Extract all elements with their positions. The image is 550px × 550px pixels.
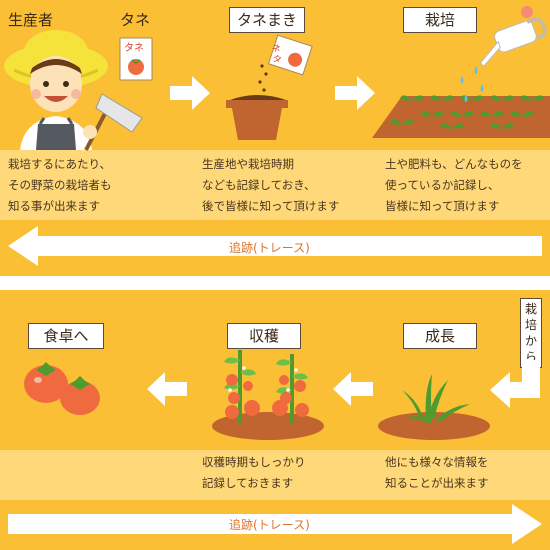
seed-packet-text: タネ bbox=[124, 43, 144, 54]
table-label: 食卓へ bbox=[28, 323, 104, 349]
connector-char-2: 培 bbox=[524, 318, 537, 332]
section-separator bbox=[0, 276, 550, 290]
trace-label-bottom: 追跡(トレース) bbox=[229, 518, 310, 532]
tomatoes-illustration bbox=[24, 362, 100, 415]
svg-text:ネ: ネ bbox=[270, 42, 282, 55]
sowing-label: タネまき bbox=[229, 7, 305, 33]
farmer-illustration bbox=[4, 30, 143, 151]
cultivation-illustration bbox=[372, 6, 550, 138]
harvest-label: 収穫 bbox=[227, 323, 301, 349]
seed-packet-icon bbox=[119, 37, 153, 81]
flow-arrow-left-1 bbox=[147, 372, 187, 406]
connector-char-1: 栽 bbox=[524, 302, 537, 316]
trace-arrow-left bbox=[8, 226, 542, 266]
top-description-band bbox=[0, 150, 550, 220]
trace-arrow-right bbox=[8, 504, 542, 544]
flow-arrow-right-2 bbox=[335, 76, 375, 110]
connector-char-3: か bbox=[524, 334, 537, 348]
svg-text:タ: タ bbox=[271, 53, 283, 66]
connector-arrow bbox=[490, 360, 540, 408]
producer-label: 生産者 bbox=[8, 11, 54, 29]
desc-cultivation: 土や肥料も、どんなものを 使っているか記録し、 皆様に知って頂けます bbox=[385, 157, 523, 213]
desc-sowing: 生産地や栽培時期 なども記録しておき、 後で皆様に知って頂けます bbox=[202, 157, 340, 213]
growth-illustration bbox=[378, 374, 490, 440]
connector-label: 栽 培 か ら bbox=[520, 298, 542, 368]
desc-growth: 他にも様々な情報を 知ることが出来ます bbox=[385, 455, 489, 490]
bottom-description-band bbox=[0, 450, 550, 500]
desc-harvest: 収穫時期もしっかり 記録しておきます bbox=[202, 455, 306, 490]
desc-producer: 栽培するにあたり、 その野菜の栽培者も 知る事が出来ます bbox=[8, 157, 112, 213]
seed-label: タネ bbox=[120, 11, 151, 29]
flow-arrow-right-1 bbox=[170, 76, 210, 110]
flow-arrow-left-2 bbox=[333, 372, 373, 406]
harvest-illustration bbox=[212, 350, 324, 440]
sowing-illustration: ネ タ bbox=[226, 34, 313, 140]
trace-label-top: 追跡(トレース) bbox=[229, 241, 310, 255]
cultivation-label: 栽培 bbox=[403, 7, 477, 33]
growth-label: 成長 bbox=[403, 323, 477, 349]
